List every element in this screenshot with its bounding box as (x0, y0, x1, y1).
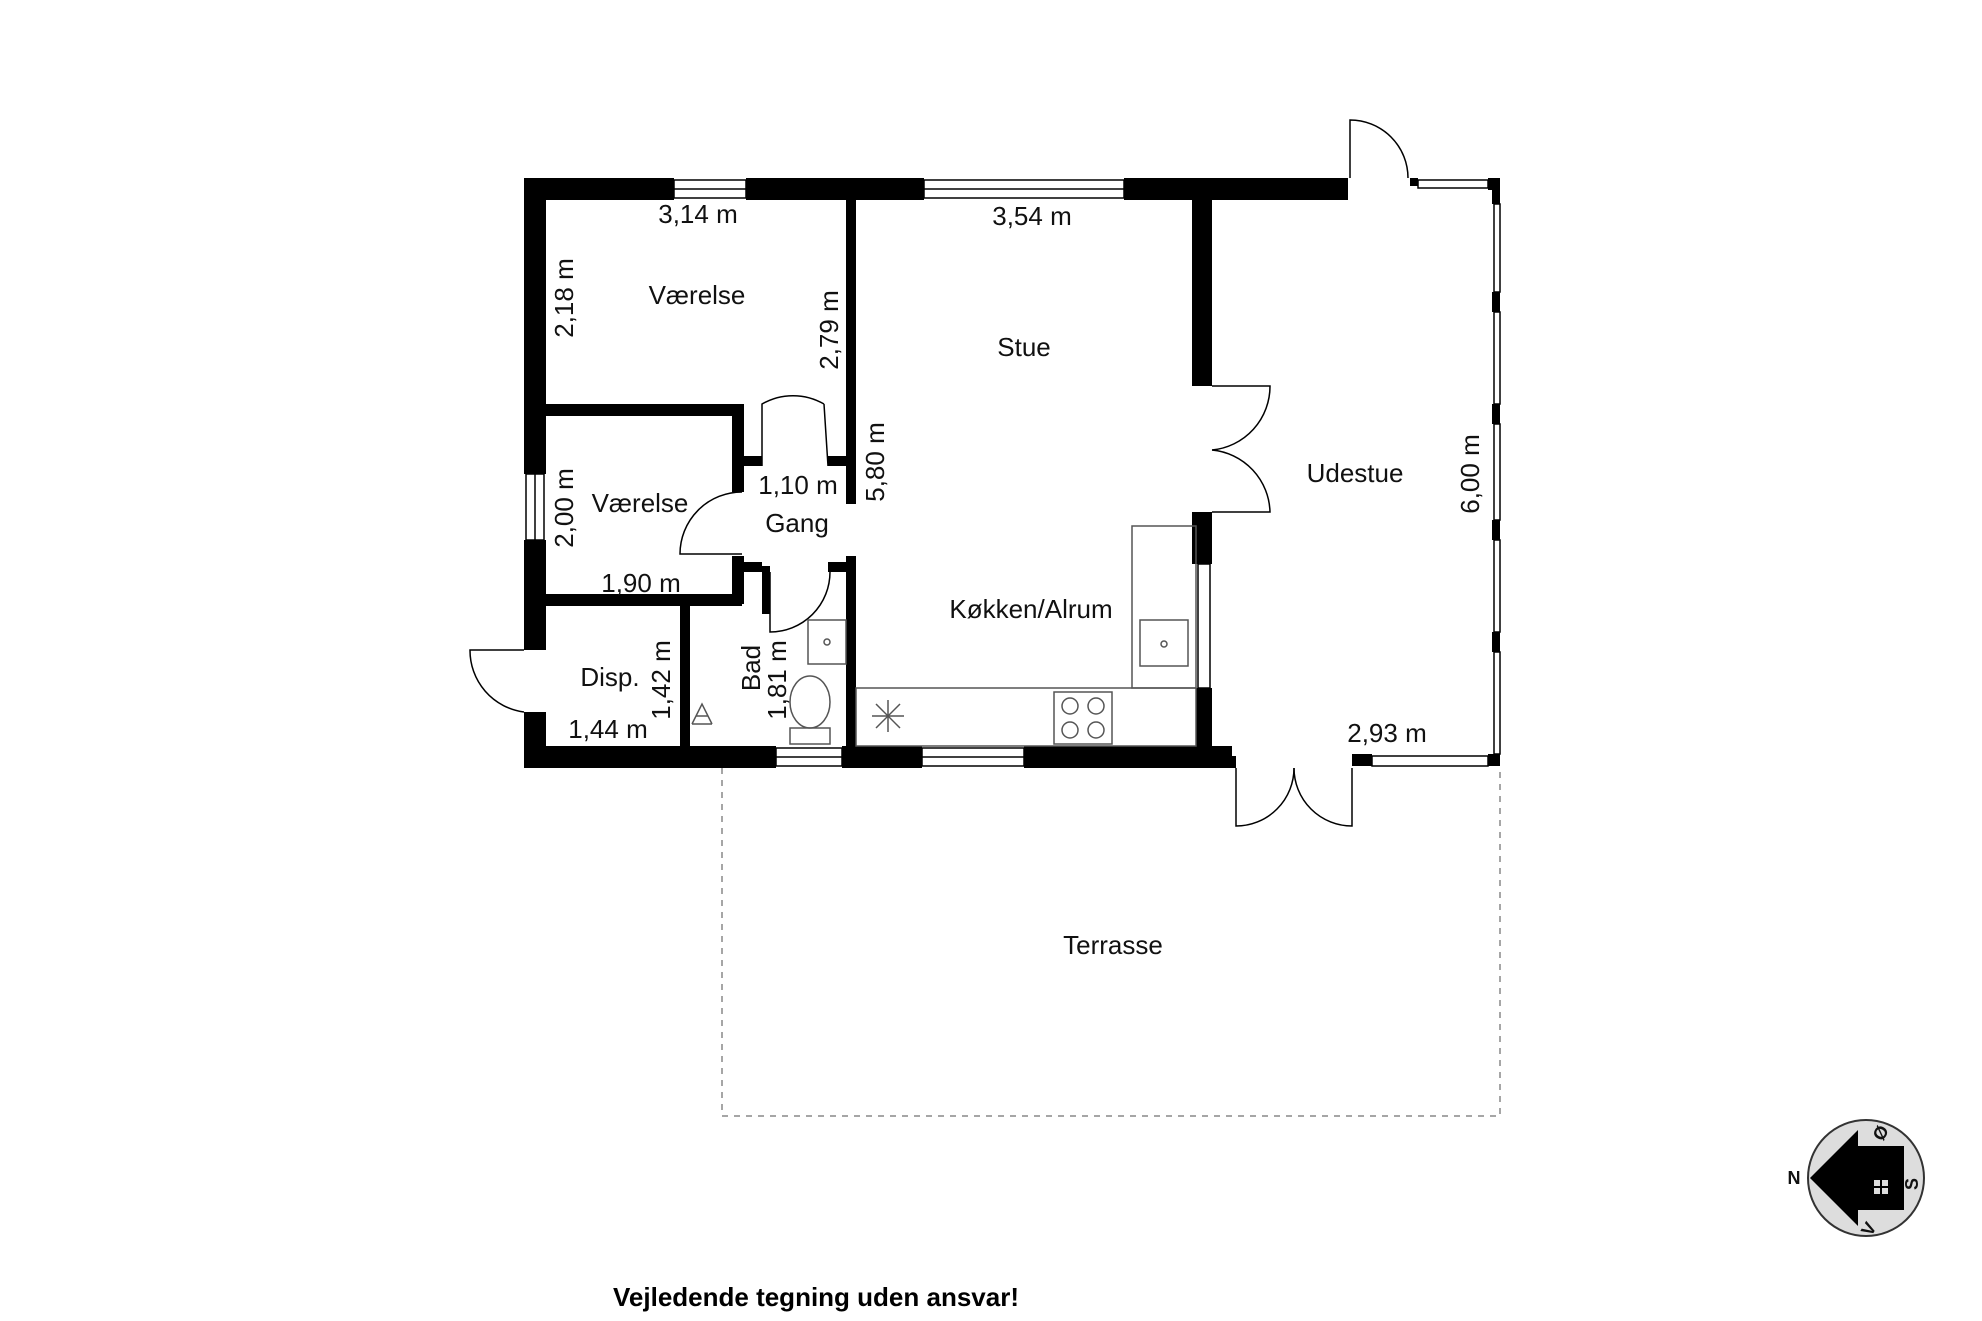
room-terrasse: Terrasse (1063, 930, 1163, 960)
room-disp: Disp. (580, 662, 639, 692)
disclaimer: Vejledende tegning uden ansvar! (613, 1282, 1019, 1312)
dimension-labels: 3,14 m 3,54 m 2,18 m 2,79 m 5,80 m 1,10 … (549, 199, 1485, 748)
dim-vaerelse-1-height: 2,18 m (549, 258, 579, 338)
room-udestue: Udestue (1307, 458, 1404, 488)
dim-stue-width: 3,54 m (992, 201, 1072, 231)
dim-stue-depth: 5,80 m (860, 422, 890, 502)
house-window-icon (1874, 1180, 1888, 1194)
doors (469, 119, 1409, 827)
room-labels: Værelse Stue Udestue Værelse Gang Køkken… (580, 280, 1403, 960)
dim-udestue-depth: 6,00 m (1455, 434, 1485, 514)
dim-vaerelse-1-depth: 2,79 m (814, 290, 844, 370)
walls (524, 178, 1500, 768)
house-arrow-icon (1810, 1130, 1904, 1226)
dim-vaerelse-1-width: 3,14 m (658, 199, 738, 229)
room-bad: Bad (736, 645, 766, 691)
fixtures (691, 525, 1197, 747)
room-vaerelse-1: Værelse (649, 280, 746, 310)
terrace-outline (721, 768, 1501, 1117)
dim-udestue-width: 2,93 m (1347, 718, 1427, 748)
room-koekken-alrum: Køkken/Alrum (949, 594, 1112, 624)
dim-gang-width: 1,10 m (758, 470, 838, 500)
room-gang: Gang (765, 508, 829, 538)
dim-vaerelse-2-width: 1,90 m (601, 568, 681, 598)
compass: N Ø S V (1788, 1119, 1925, 1239)
dim-bad-depth: 1,81 m (762, 640, 792, 720)
windows (525, 179, 1501, 767)
compass-s: S (1902, 1178, 1922, 1190)
compass-n: N (1788, 1168, 1801, 1188)
dim-disp-width: 1,44 m (568, 714, 648, 744)
room-vaerelse-2: Værelse (592, 488, 689, 518)
room-stue: Stue (997, 332, 1051, 362)
dim-vaerelse-2-height: 2,00 m (549, 468, 579, 548)
dim-disp-depth: 1,42 m (646, 640, 676, 720)
